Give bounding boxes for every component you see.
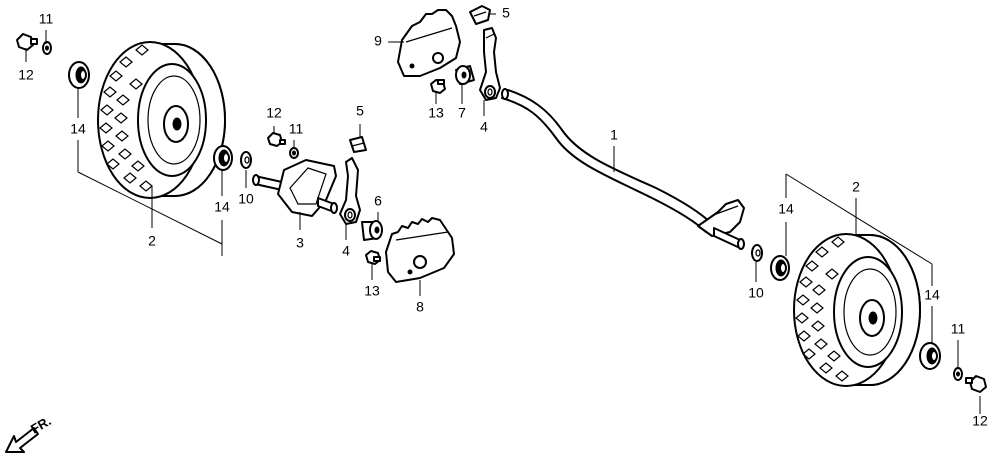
- bushing-top: [455, 65, 475, 85]
- bearing-right-outer: [919, 342, 941, 370]
- callout-6: 6: [374, 193, 382, 209]
- callout-14: 14: [924, 287, 940, 303]
- callout-2: 2: [148, 233, 156, 249]
- callout-12: 12: [266, 105, 282, 121]
- washer-right: [751, 244, 763, 262]
- callout-12: 12: [972, 413, 988, 429]
- callout-13: 13: [428, 105, 444, 121]
- left-wheel: [97, 41, 226, 199]
- front-arrow-icon: [5, 427, 39, 453]
- bolt-top-left: [16, 33, 52, 55]
- callout-1: 1: [610, 127, 618, 143]
- callout-5: 5: [502, 5, 510, 21]
- callout-13: 13: [364, 283, 380, 299]
- callout-14: 14: [778, 201, 794, 217]
- right-axle-arm: [697, 199, 745, 250]
- bearing-right-inner: [770, 255, 790, 281]
- knob-top: [469, 5, 491, 25]
- callout-3: 3: [296, 235, 304, 251]
- callout-11: 11: [951, 321, 966, 337]
- front-direction-indicator: FR.: [5, 413, 54, 453]
- callout-10: 10: [238, 191, 254, 207]
- callout-14: 14: [214, 199, 230, 215]
- bearing-left-outer: [68, 61, 90, 89]
- leader-lines: [25, 13, 981, 414]
- nut-top: [430, 79, 446, 94]
- height-plate-left: [385, 217, 455, 283]
- callout-labels: 11 12 14 2 14 10 12 11 3 4 5 6 13 8 9 13…: [18, 5, 988, 429]
- bolt-bottom-right: [953, 367, 987, 393]
- callout-2: 2: [852, 179, 860, 195]
- knob-mid: [349, 136, 367, 153]
- callout-4: 4: [342, 243, 350, 259]
- callout-11: 11: [39, 11, 54, 27]
- left-axle-arm: [252, 159, 338, 217]
- right-wheel: [793, 233, 921, 387]
- callout-7: 7: [458, 105, 466, 121]
- lever-top: [479, 27, 501, 101]
- washer-left: [240, 151, 252, 169]
- callout-8: 8: [416, 299, 424, 315]
- callout-4: 4: [480, 119, 488, 135]
- collar: [361, 220, 383, 241]
- callout-5: 5: [356, 103, 364, 119]
- callout-12: 12: [18, 67, 34, 83]
- height-plate-top: [397, 9, 461, 77]
- lever-mid: [339, 157, 361, 225]
- axle-shaft: [501, 88, 713, 233]
- callout-11: 11: [289, 121, 304, 137]
- nut-mid: [365, 250, 381, 265]
- bearing-left-inner: [213, 145, 233, 171]
- callout-14: 14: [70, 121, 86, 137]
- callout-9: 9: [374, 33, 382, 49]
- callout-10: 10: [748, 285, 764, 301]
